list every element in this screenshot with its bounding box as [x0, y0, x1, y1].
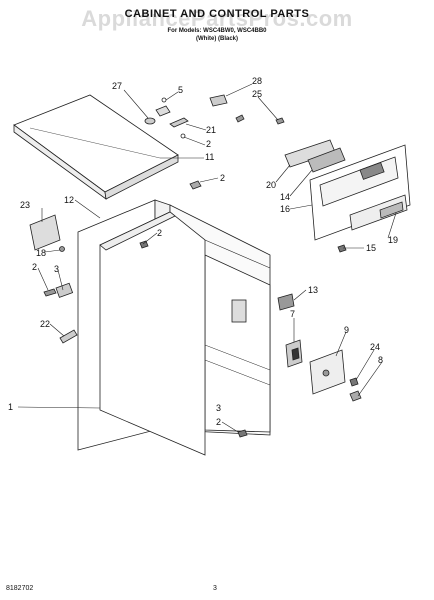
- callout-14: 14: [280, 192, 290, 202]
- callout-19: 19: [388, 235, 398, 245]
- callout-1: 1: [8, 402, 13, 412]
- cabinet-lid: [13, 94, 179, 200]
- color-line: (White) (Black): [196, 36, 238, 42]
- cabinet-front-panel: [99, 211, 271, 456]
- callout-2b: 2: [220, 173, 225, 183]
- callout-15: 15: [366, 243, 376, 253]
- control-panel-assembly: [284, 139, 411, 241]
- callout-2a: 2: [206, 139, 211, 149]
- callout-labels: 27 5 28 25 21 2 11 2 20 14 16 23 12 2 18…: [8, 76, 398, 427]
- callout-8: 8: [378, 355, 383, 365]
- callout-27: 27: [112, 81, 122, 91]
- callout-11: 11: [205, 152, 214, 162]
- page-number: 3: [213, 585, 217, 592]
- callout-12: 12: [64, 195, 74, 205]
- callout-3b: 3: [216, 403, 221, 413]
- top-hardware: [144, 94, 285, 190]
- callout-3a: 3: [54, 264, 59, 274]
- left-hardware: [29, 214, 78, 344]
- callout-2c: 2: [157, 228, 162, 238]
- callout-22: 22: [40, 319, 50, 329]
- callout-7: 7: [290, 309, 295, 319]
- document-code: 8182702: [6, 585, 34, 592]
- callout-16: 16: [280, 204, 290, 214]
- right-hardware: [139, 240, 362, 438]
- callout-24: 24: [370, 342, 380, 352]
- callout-23: 23: [20, 200, 30, 210]
- watermark: AppliancePartsPros.com: [81, 6, 353, 31]
- model-line: For Models: WSC4BW0, WSC4BB0: [167, 28, 267, 34]
- callout-13: 13: [308, 285, 318, 295]
- page-title: CABINET AND CONTROL PARTS: [124, 8, 310, 20]
- callout-2d: 2: [32, 262, 37, 272]
- callout-20: 20: [266, 180, 276, 190]
- callout-25: 25: [252, 89, 262, 99]
- leader-lines: [17, 83, 397, 433]
- callout-18: 18: [36, 248, 46, 258]
- callout-21: 21: [206, 125, 216, 135]
- callout-2e: 2: [216, 417, 221, 427]
- callout-28: 28: [252, 76, 262, 86]
- callout-5: 5: [178, 85, 183, 95]
- callout-9: 9: [344, 325, 349, 335]
